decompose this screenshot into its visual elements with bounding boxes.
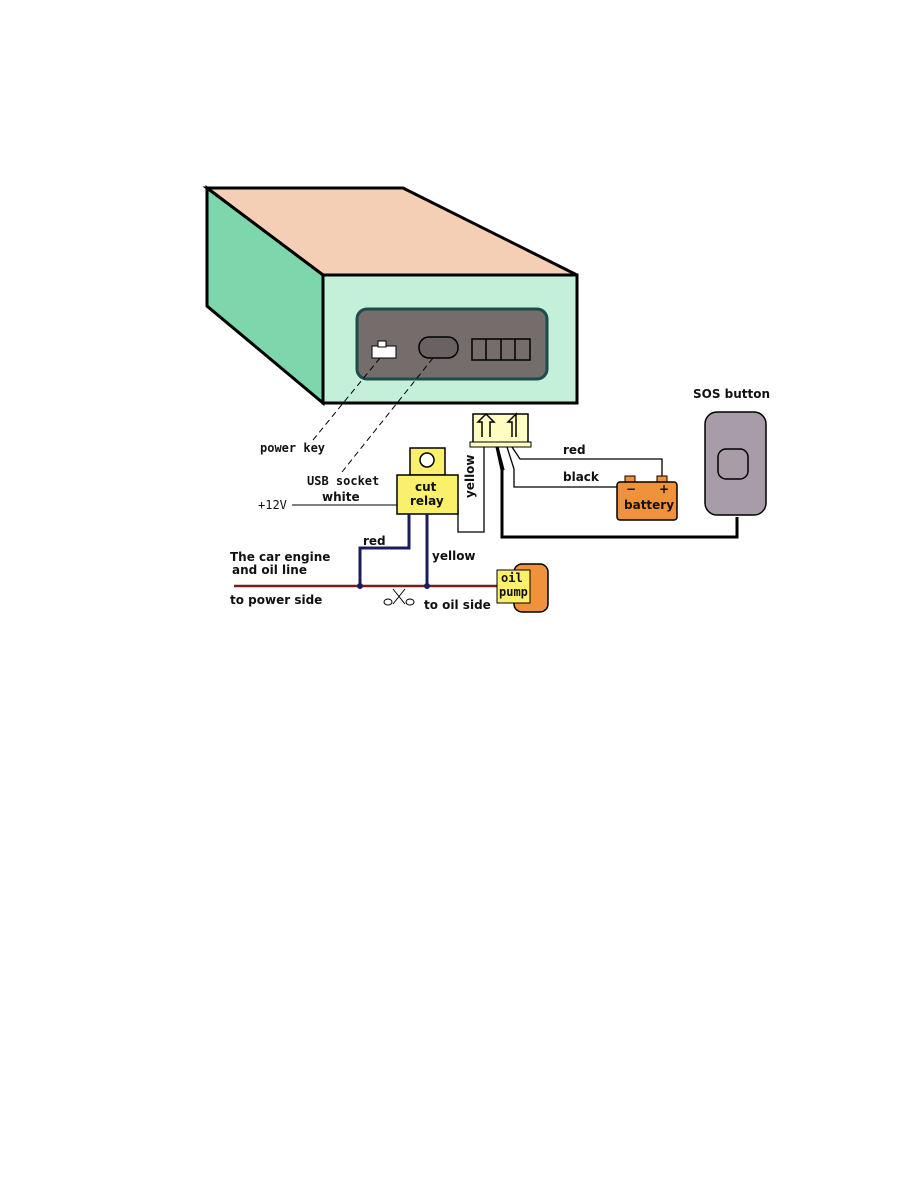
battery: − + battery <box>616 475 678 521</box>
to-power-side-label: to power side <box>230 593 322 607</box>
tracker-device <box>202 185 579 407</box>
oil-pump-label-line2: pump <box>499 585 528 599</box>
white-wire-label: white <box>322 490 360 504</box>
yellow-wire-label-relay: yellow <box>432 549 476 563</box>
engine-label-line2: and oil line <box>232 563 307 577</box>
battery-minus-sign: − <box>626 482 636 496</box>
to-oil-side-label: to oil side <box>424 598 491 612</box>
sos-button[interactable] <box>704 411 767 516</box>
red-junction-dot <box>357 583 363 589</box>
battery-label: battery <box>624 498 674 512</box>
sos-button-label: SOS button <box>693 387 770 401</box>
red-wire-label-top: red <box>563 443 586 457</box>
cut-relay: cut relay <box>396 447 459 515</box>
harness-connector <box>469 412 532 448</box>
oil-pump: oil pump <box>496 563 549 613</box>
cut-relay-label-line1: cut <box>415 480 437 494</box>
scissors-icon <box>383 588 415 606</box>
usb-socket-label: USB socket <box>307 474 379 488</box>
yellow-junction-dot <box>424 583 430 589</box>
power-key-switch[interactable] <box>371 340 397 359</box>
oil-pump-label-line1: oil <box>501 571 523 585</box>
relay-red-wire <box>358 514 411 586</box>
sos-cable <box>495 446 739 539</box>
usb-socket-leader <box>341 357 434 473</box>
engine-label-line1: The car engine <box>230 550 330 564</box>
four-slot-port <box>471 338 531 361</box>
usb-socket-port[interactable] <box>418 336 459 359</box>
plus-12v-label: +12V <box>258 498 287 512</box>
power-key-leader <box>312 357 381 441</box>
cut-relay-label-line2: relay <box>410 494 444 508</box>
sos-press-pad[interactable] <box>717 448 749 480</box>
black-wire-label: black <box>563 470 600 484</box>
yellow-wire-label-vertical: yellow <box>463 454 477 498</box>
battery-plus-sign: + <box>659 482 669 496</box>
red-wire-label-relay: red <box>363 534 386 548</box>
power-key-label: power key <box>260 441 325 455</box>
